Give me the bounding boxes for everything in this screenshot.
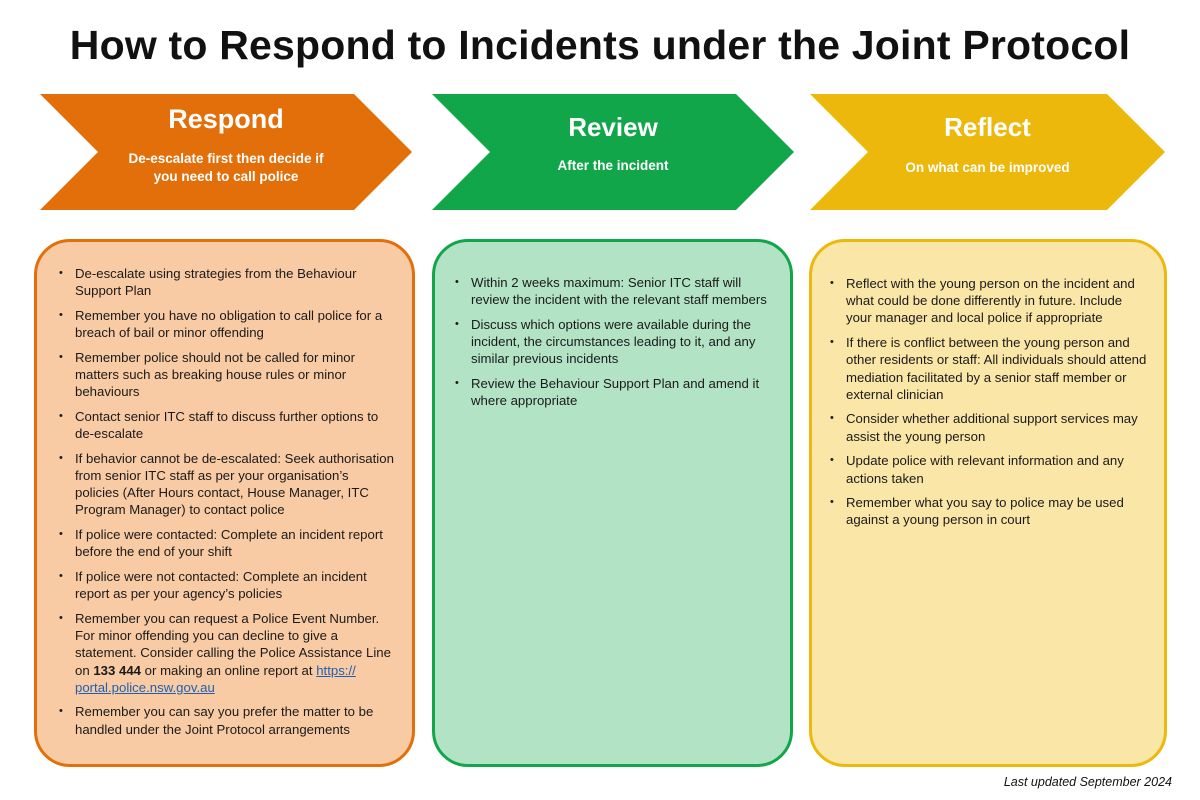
respond-chevron-shape [40, 94, 412, 210]
police-portal-link[interactable]: https:// portal.police.nsw.gov.au [75, 662, 356, 695]
list-item: Remember what you say to police may be u… [816, 494, 1148, 528]
list-item: De-escalate using strategies from the Be… [45, 265, 394, 299]
reflect-chevron: Reflect On what can be improved [810, 94, 1165, 210]
respond-subline-2: you need to call police [153, 169, 299, 184]
list-item: If police were not contacted: Complete a… [45, 568, 394, 602]
list-item: Discuss which options were available dur… [441, 316, 774, 368]
list-item: Remember police should not be called for… [45, 349, 394, 401]
respond-list: De-escalate using strategies from the Be… [45, 265, 394, 738]
list-item: Update police with relevant information … [816, 452, 1148, 486]
review-heading: Review [568, 112, 658, 142]
reflect-heading: Reflect [944, 112, 1031, 142]
last-updated-note: Last updated September 2024 [1003, 775, 1172, 789]
list-item: Remember you can request a Police Event … [45, 610, 394, 696]
review-subline-1: After the incident [557, 158, 669, 173]
list-item: Reflect with the young person on the inc… [816, 275, 1148, 327]
list-item: Remember you have no obligation to call … [45, 307, 394, 341]
police-assistance-number: 133 444 [93, 662, 142, 678]
review-chevron-shape [432, 94, 794, 210]
list-item: Review the Behaviour Support Plan and am… [441, 375, 774, 409]
respond-heading: Respond [168, 104, 284, 134]
list-item: Consider whether additional support serv… [816, 410, 1148, 444]
list-item: If police were contacted: Complete an in… [45, 526, 394, 560]
respond-chevron: Respond De-escalate first then decide if… [40, 94, 412, 210]
review-chevron: Review After the incident [432, 94, 794, 210]
respond-card: De-escalate using strategies from the Be… [34, 239, 415, 767]
reflect-list: Reflect with the young person on the inc… [816, 275, 1148, 529]
list-item: Remember you can say you prefer the matt… [45, 703, 394, 737]
list-item-text: or making an online report at [141, 662, 317, 678]
list-item: Within 2 weeks maximum: Senior ITC staff… [441, 274, 774, 308]
list-item: Contact senior ITC staff to discuss furt… [45, 408, 394, 442]
reflect-subline-1: On what can be improved [905, 160, 1070, 175]
reflect-card: Reflect with the young person on the inc… [809, 239, 1167, 767]
page-title: How to Respond to Incidents under the Jo… [69, 22, 1131, 68]
reflect-chevron-shape [810, 94, 1165, 210]
respond-subline-1: De-escalate first then decide if [128, 151, 324, 166]
review-list: Within 2 weeks maximum: Senior ITC staff… [441, 274, 774, 409]
list-item: If there is conflict between the young p… [816, 334, 1148, 403]
list-item-text: Remember you can request a Police Event … [75, 610, 391, 678]
list-item: If behavior cannot be de-escalated: Seek… [45, 450, 394, 519]
review-card: Within 2 weeks maximum: Senior ITC staff… [432, 239, 793, 767]
